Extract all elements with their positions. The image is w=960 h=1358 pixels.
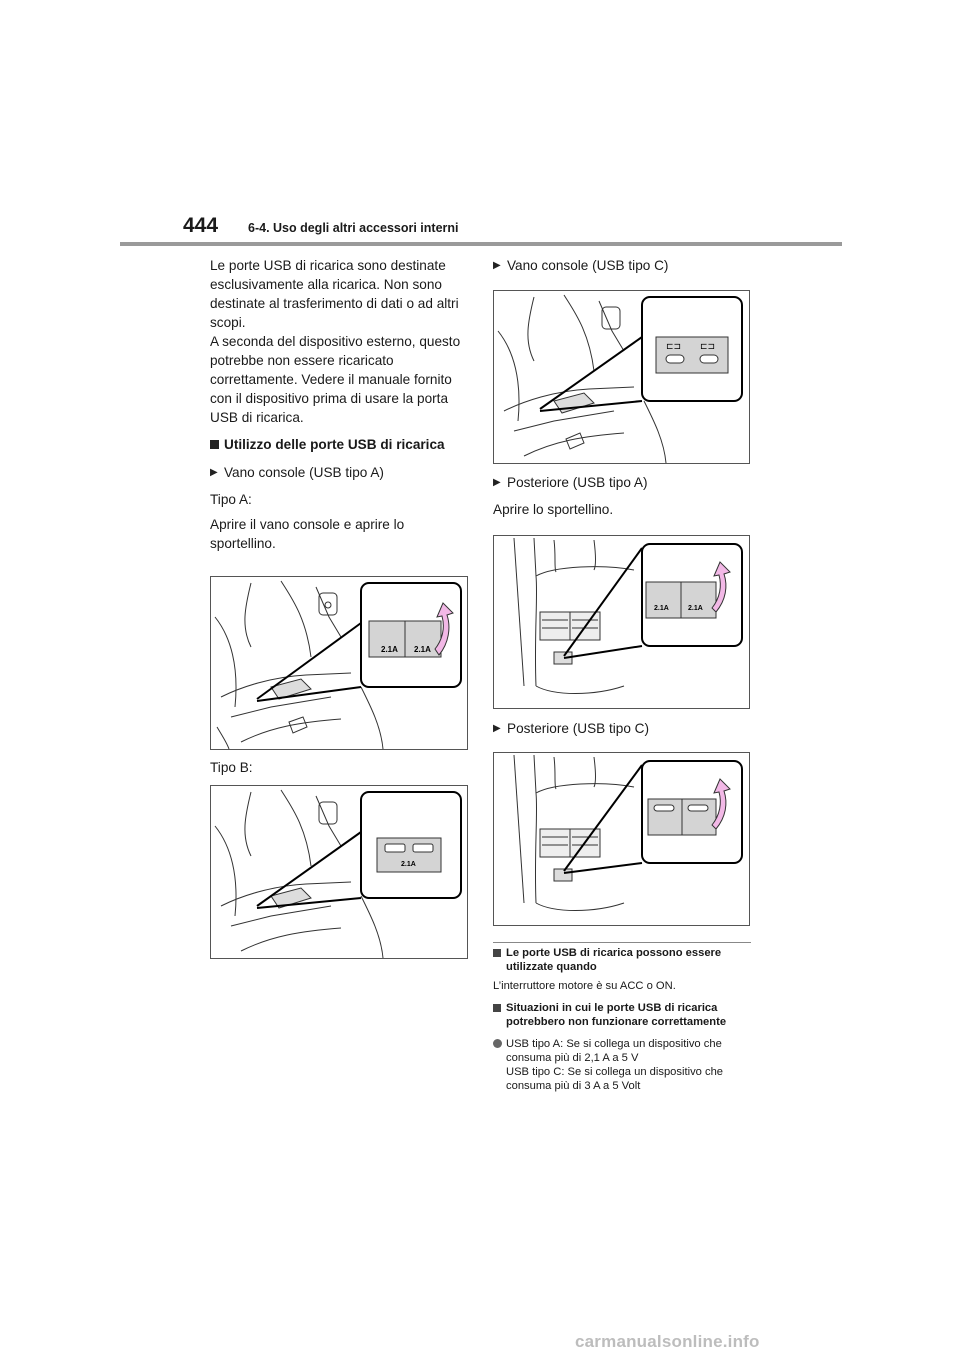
triangle-bullet-icon: ▶ [493, 260, 501, 271]
notes-divider [493, 942, 751, 943]
intro-paragraph-2: A seconda del dispositivo esterno, quest… [210, 334, 461, 425]
note-2-bullet-line-2: USB tipo C: Se si collega un dispositivo… [506, 1066, 724, 1092]
list-item-rear-a: ▶ Posteriore (USB tipo A) [493, 475, 648, 490]
square-bullet-icon [493, 946, 506, 960]
tipo-b-label: Tipo B: [210, 760, 253, 775]
page-number: 444 [183, 214, 219, 237]
port-label-2: 2.1A [414, 645, 431, 654]
port-label-2: 2.1A [688, 605, 703, 612]
figure-console-usb-c: ⊏⊐ ⊏⊐ [493, 290, 750, 464]
square-bullet-icon [210, 435, 224, 454]
right-column: ▶ Vano console (USB tipo C) ⊏⊐ ⊏⊐ ▶ [493, 256, 751, 1093]
port-label-shared: 2.1A [401, 861, 416, 868]
triangle-bullet-icon: ▶ [493, 477, 501, 488]
figure-rear-usb-c [493, 752, 750, 926]
instruction-rear: Aprire lo sportellino. [493, 502, 614, 517]
instruction-console-a: Aprire il vano console e aprire lo sport… [210, 517, 405, 551]
list-item-rear-c: ▶ Posteriore (USB tipo C) [493, 721, 650, 736]
circle-bullet-icon [493, 1037, 506, 1051]
note-2-bullet: USB tipo A: Se si collega un dispositivo… [493, 1037, 751, 1093]
list-item-console-c: ▶ Vano console (USB tipo C) [493, 258, 669, 273]
list-item-console-a: ▶ Vano console (USB tipo A) [210, 465, 384, 480]
note-2-bullet-line-1: USB tipo A: Se si collega un dispositivo… [506, 1038, 722, 1064]
note-1-text: L’interruttore motore è su ACC o ON. [493, 980, 676, 992]
tipo-a-label: Tipo A: [210, 492, 252, 507]
header-divider [120, 242, 842, 246]
square-bullet-icon [493, 1001, 506, 1015]
usb-c-icon: ⊏⊐ [666, 342, 681, 352]
intro-paragraph-1: Le porte USB di ricarica sono destinate … [210, 258, 459, 330]
figure-console-usb-a-type-a: 2.1A 2.1A [210, 576, 468, 750]
figure-rear-usb-a: 2.1A 2.1A [493, 535, 750, 709]
watermark: carmanualsonline.info [575, 1332, 760, 1351]
left-column: Le porte USB di ricarica sono destinate … [210, 256, 470, 959]
figure-console-usb-a-type-b: 2.1A [210, 785, 468, 959]
usb-c-icon: ⊏⊐ [700, 342, 715, 352]
section-title: 6-4. Uso degli altri accessori interni [248, 221, 459, 235]
note-1-heading: Le porte USB di ricarica possono essere … [493, 946, 751, 974]
note-2-heading: Situazioni in cui le porte USB di ricari… [493, 1001, 751, 1029]
triangle-bullet-icon: ▶ [493, 723, 501, 734]
port-label-1: 2.1A [654, 605, 669, 612]
triangle-bullet-icon: ▶ [210, 467, 218, 478]
port-label-1: 2.1A [381, 645, 398, 654]
usage-heading: Utilizzo delle porte USB di ricarica [210, 435, 470, 454]
